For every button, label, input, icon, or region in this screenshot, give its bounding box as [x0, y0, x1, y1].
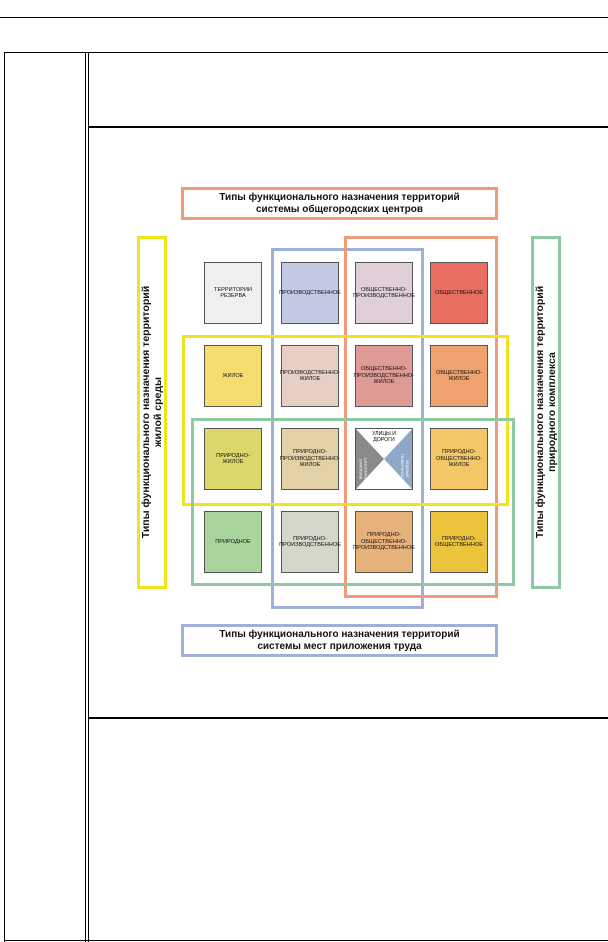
cell-residential-label: ЖИЛОЕ [222, 372, 244, 379]
cell-residential: ЖИЛОЕ [204, 345, 262, 407]
header-residential [137, 236, 167, 589]
streets-roads-label: УЛИЦЫ И ДОРОГИ [372, 431, 396, 443]
frame-industrial-blue [271, 248, 424, 609]
cell-public: ОБЩЕСТВЕННОЕ [430, 262, 488, 324]
cell-public-residential: ОБЩЕСТВЕННО-ЖИЛОЕ [430, 345, 488, 407]
cell-industrial-residential-label: ПРОИЗВОДСТВЕННО-ЖИЛОЕ [280, 369, 340, 382]
header-natural-line2: природного комплекса [546, 352, 558, 472]
cell-natural-label: ПРИРОДНОЕ [215, 538, 251, 545]
top-rule [0, 17, 608, 18]
cell-natural-public-residential-label: ПРИРОДНО-ОБЩЕСТВЕННО-ЖИЛОЕ [435, 449, 483, 469]
cell-natural-public-label: ПРИРОДНО-ОБЩЕСТВЕННОЕ [435, 535, 483, 548]
header-natural-line1: Типы функционального назначения территор… [533, 285, 546, 539]
cell-natural-industrial-residential: ПРИРОДНО-ПРОИЗВОДСТВЕННО-ЖИЛОЕ [280, 428, 340, 490]
header-natural-text: Типы функционального назначения территор… [534, 286, 558, 538]
header-city-centers-line2: системы общегородских центров [255, 203, 424, 215]
table-row-divider-1 [89, 126, 608, 128]
cell-natural-residential-label: ПРИРОДНО-ЖИЛОЕ [216, 452, 250, 465]
cell-reserve: ТЕРРИТОРИИ РЕЗЕРВА [204, 262, 262, 324]
cell-natural-industrial: ПРИРОДНО-ПРОИЗВОДСТВЕННОЕ [279, 511, 341, 573]
cell-public-residential-label: ОБЩЕСТВЕННО-ЖИЛОЕ [435, 369, 483, 382]
table-bottom [4, 940, 608, 941]
header-residential-text: Типы функционального назначения территор… [140, 286, 164, 538]
table-row-divider-2 [89, 717, 608, 719]
header-workplaces-line1: Типы функционального назначения территор… [219, 629, 460, 640]
cell-natural-public-industrial: ПРИРОДНО-ОБЩЕСТВЕННО-ПРОИЗВОДСТВЕННОЕ [353, 511, 415, 573]
cell-natural-industrial-residential-label: ПРИРОДНО-ПРОИЗВОДСТВЕННО-ЖИЛОЕ [280, 449, 340, 469]
cell-streets-roads: УЛИЦЫ И ДОРОГИ ВНЕШНИЙ ТРАНСПОРТ ВОДНЫЕ … [355, 428, 413, 490]
header-residential-line1: Типы функционального назначения территор… [139, 285, 152, 539]
cell-natural-public-industrial-label: ПРИРОДНО-ОБЩЕСТВЕННО-ПРОИЗВОДСТВЕННОЕ [353, 532, 415, 552]
cell-natural-industrial-label: ПРИРОДНО-ПРОИЗВОДСТВЕННОЕ [279, 535, 341, 548]
cell-reserve-label: ТЕРРИТОРИИ РЕЗЕРВА [214, 286, 252, 299]
cell-industrial-label: ПРОИЗВОДСТВЕННОЕ [279, 289, 341, 296]
cell-public-industrial-residential: ОБЩЕСТВЕННО-ПРОИЗВОДСТВЕННО-ЖИЛОЕ [354, 345, 414, 407]
page-table [4, 52, 608, 942]
header-city-centers: Типы функционального назначения территор… [181, 187, 498, 220]
header-city-centers-line1: Типы функционального назначения территор… [219, 192, 460, 203]
hourglass-shape [356, 429, 412, 489]
cell-public-label: ОБЩЕСТВЕННОЕ [435, 289, 483, 296]
cell-industrial: ПРОИЗВОДСТВЕННОЕ [279, 262, 341, 324]
cell-public-industrial-residential-label: ОБЩЕСТВЕННО-ПРОИЗВОДСТВЕННО-ЖИЛОЕ [354, 366, 414, 386]
header-residential-line2: жилой среды [152, 377, 164, 447]
frame-public-orange [344, 236, 498, 598]
header-workplaces: Типы функционального назначения территор… [181, 624, 498, 657]
cell-natural-public: ПРИРОДНО-ОБЩЕСТВЕННОЕ [430, 511, 488, 573]
table-col-divider [85, 52, 89, 942]
cell-industrial-residential: ПРОИЗВОДСТВЕННО-ЖИЛОЕ [280, 345, 340, 407]
header-natural [531, 236, 561, 589]
cell-natural-public-residential: ПРИРОДНО-ОБЩЕСТВЕННО-ЖИЛОЕ [430, 428, 488, 490]
cell-natural-residential: ПРИРОДНО-ЖИЛОЕ [204, 428, 262, 490]
cell-public-industrial: ОБЩЕСТВЕННО-ПРОИЗВОДСТВЕННОЕ [353, 262, 415, 324]
header-workplaces-line2: системы мест приложения труда [257, 640, 422, 652]
cell-natural: ПРИРОДНОЕ [204, 511, 262, 573]
frame-natural-green [191, 418, 515, 586]
cell-public-industrial-label: ОБЩЕСТВЕННО-ПРОИЗВОДСТВЕННОЕ [353, 286, 415, 299]
